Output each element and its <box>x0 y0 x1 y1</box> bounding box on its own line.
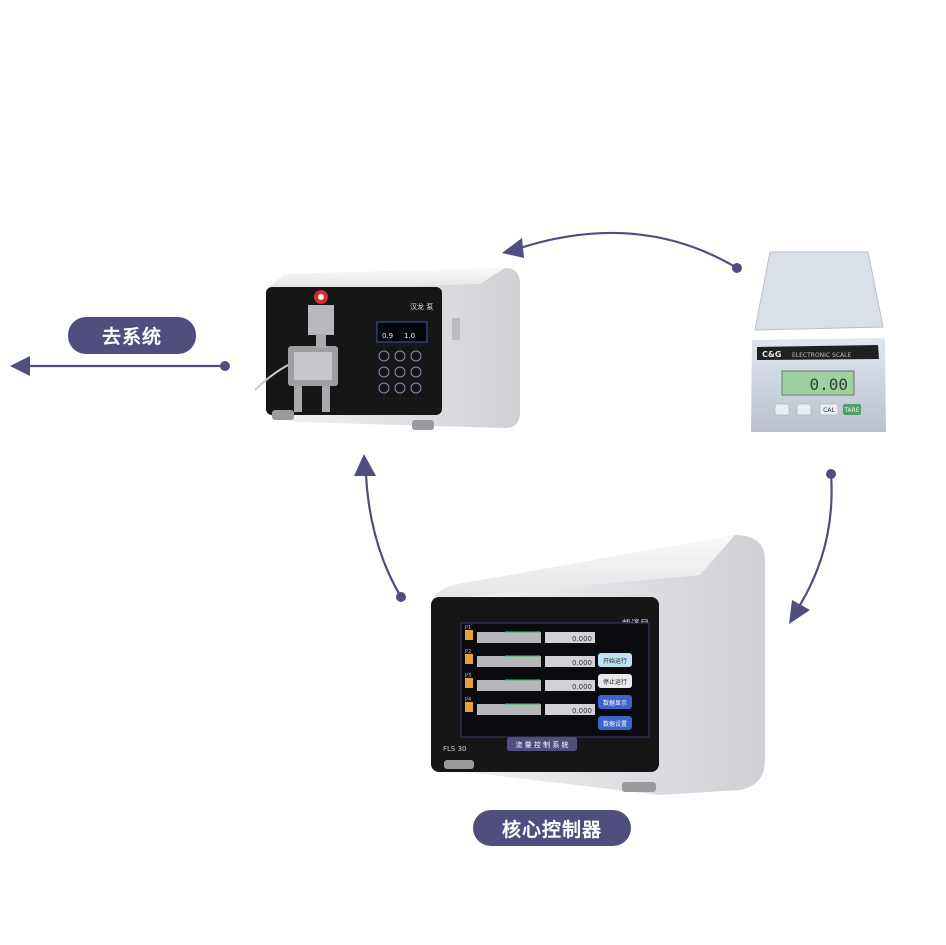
scale-device: C&G ELECTRONIC SCALE 0.00 CAL TARE <box>751 251 886 432</box>
channel-label: P2 <box>465 649 471 655</box>
channel-label: P4 <box>465 697 471 703</box>
data-display-label: 数据显示 <box>603 699 627 707</box>
scale-title: ELECTRONIC SCALE <box>792 352 851 359</box>
scale-cal-button[interactable] <box>819 403 839 416</box>
scale-brand: C&G <box>762 350 781 359</box>
arrowhead-icon <box>789 600 810 624</box>
start-run-label: 开始运行 <box>603 657 627 665</box>
channel-label: P1 <box>465 625 471 631</box>
scale-pan <box>754 251 884 331</box>
scale-power-button[interactable] <box>774 403 790 416</box>
stop-run-label: 停止运行 <box>603 678 627 686</box>
channel-value: 0.000 <box>572 635 592 643</box>
scale-tare-button[interactable] <box>843 404 861 415</box>
connector-start-dot <box>732 263 742 273</box>
scale-mode-button[interactable] <box>796 403 812 416</box>
scale-lcd <box>781 370 855 396</box>
controller-bottom-tab <box>507 737 577 751</box>
channel-label: P3 <box>465 673 471 679</box>
pump-device: 汉龙 泵 0.9 1.0 <box>254 268 520 430</box>
controller-channel-rows: P1 0.000 P2 0.000 P3 0.000 P4 0. <box>465 625 595 715</box>
channel-value: 0.000 <box>572 707 592 715</box>
start-run-button[interactable] <box>598 653 632 667</box>
channel-value: 0.000 <box>572 683 592 691</box>
connector-start-dot <box>220 361 230 371</box>
pump-brand: 汉龙 泵 <box>410 302 433 311</box>
connector-controller-to-pump <box>354 454 406 602</box>
scale-tare-label: TARE <box>843 407 859 414</box>
controller-device: 凯泽星 P1 0.000 P2 0.000 P3 0.000 <box>431 535 765 795</box>
connector-start-dot <box>396 592 406 602</box>
connector-start-dot <box>826 469 836 479</box>
scale-reading: 0.00 <box>809 375 848 394</box>
to-system-label: 去系统 <box>68 317 196 354</box>
controller-bottom-label: 流 量 控 制 系 统 <box>515 740 568 749</box>
pump-display <box>376 321 428 343</box>
connector-pump-to-system <box>10 356 230 376</box>
pump-keypad[interactable] <box>378 350 422 394</box>
pump-display-line1: 0.9 <box>382 332 393 340</box>
channel-value: 0.000 <box>572 659 592 667</box>
stop-run-button[interactable] <box>598 674 632 688</box>
core-controller-label: 核心控制器 <box>473 810 631 846</box>
data-settings-button[interactable] <box>598 716 632 730</box>
controller-model: FLS 30 <box>443 745 467 753</box>
arrowhead-icon <box>502 238 524 258</box>
connector-scale-to-controller <box>789 469 836 624</box>
arrowhead-icon <box>10 356 30 376</box>
pump-head-icon <box>254 305 338 412</box>
scale-cal-label: CAL <box>823 407 835 414</box>
arrowhead-icon <box>354 454 376 476</box>
data-display-button[interactable] <box>598 695 632 709</box>
pump-display-line2: 1.0 <box>404 332 415 340</box>
data-settings-label: 数据设置 <box>603 720 627 728</box>
connector-scale-to-pump <box>502 231 742 273</box>
